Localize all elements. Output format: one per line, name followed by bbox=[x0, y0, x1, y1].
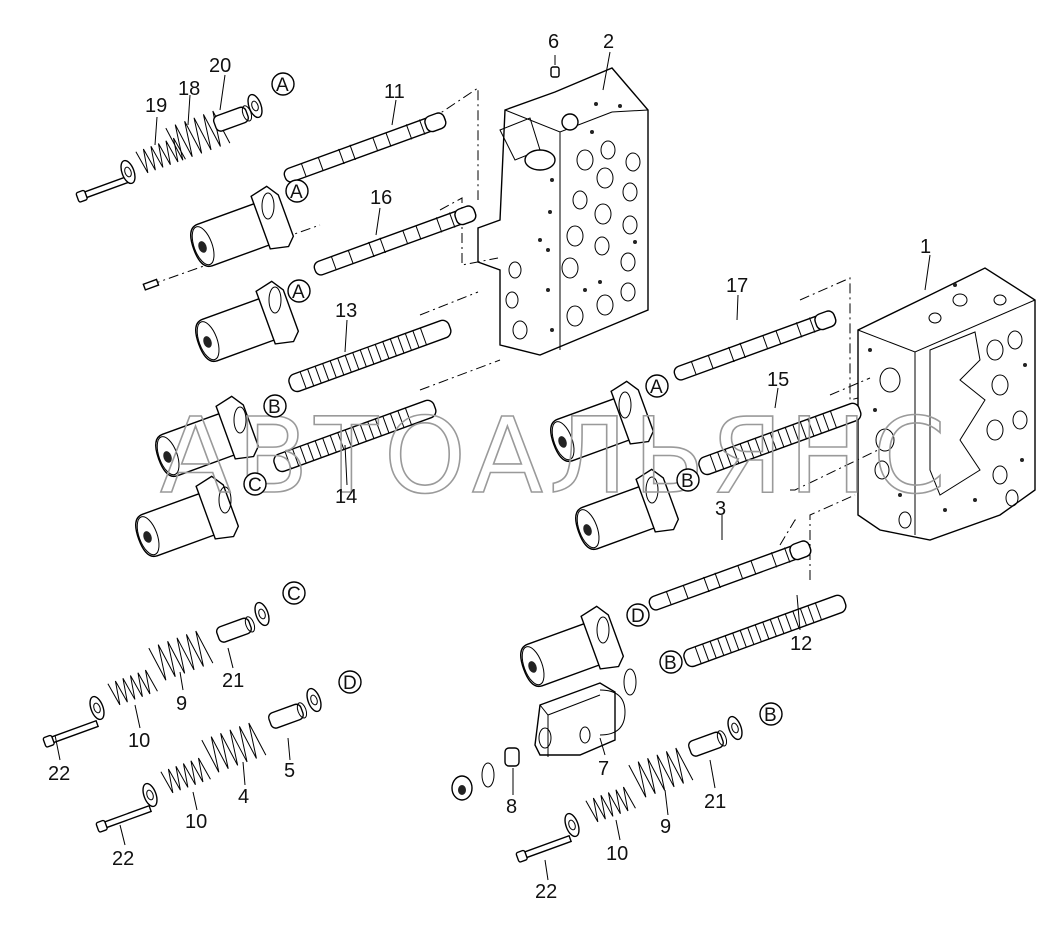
spring-19 bbox=[135, 136, 186, 175]
cap-mid bbox=[186, 277, 302, 373]
svg-text:D: D bbox=[631, 606, 645, 627]
part-labels: 6 2 20 18 19 11 16 13 14 1 17 15 3 12 7 … bbox=[48, 31, 931, 903]
cap-upper bbox=[181, 182, 297, 278]
cap-d-right bbox=[511, 602, 627, 698]
ref-circle-b: B bbox=[263, 394, 287, 418]
part-label: 3 bbox=[715, 498, 726, 520]
part-label: 11 bbox=[384, 81, 405, 103]
washer-21a bbox=[251, 599, 273, 629]
spring-9b bbox=[628, 745, 694, 800]
ref-circle-a: A bbox=[287, 279, 311, 303]
part-label: 10 bbox=[185, 811, 207, 833]
spool-3 bbox=[646, 538, 814, 614]
washer-5 bbox=[303, 685, 325, 715]
spring-10c bbox=[585, 785, 636, 824]
washer-22b bbox=[139, 780, 161, 810]
part-label: 19 bbox=[145, 95, 167, 117]
svg-text:A: A bbox=[276, 75, 289, 96]
part-label: 5 bbox=[284, 760, 295, 782]
svg-text:A: A bbox=[292, 282, 305, 303]
plug-6 bbox=[550, 66, 560, 78]
bolt-22a bbox=[42, 718, 100, 749]
sleeve-21b bbox=[686, 728, 730, 759]
bolt-22c bbox=[515, 833, 573, 864]
washer-22c bbox=[561, 810, 583, 840]
leader-lines bbox=[54, 51, 931, 881]
svg-text:B: B bbox=[664, 653, 677, 674]
part-label: 12 bbox=[790, 633, 812, 655]
svg-text:A: A bbox=[290, 182, 303, 203]
svg-text:B: B bbox=[764, 705, 777, 726]
part-label: 21 bbox=[704, 791, 726, 813]
watermark-text: АВТОАЛЬЯНС bbox=[160, 395, 952, 517]
part-label: 9 bbox=[176, 693, 187, 715]
spring-4 bbox=[201, 720, 267, 775]
part-label: 10 bbox=[128, 730, 150, 752]
spring-10a bbox=[107, 668, 158, 707]
spool-12 bbox=[681, 592, 849, 670]
part-label: 10 bbox=[606, 843, 628, 865]
ref-circle-b: B bbox=[759, 702, 783, 726]
sleeve-21a bbox=[214, 614, 258, 645]
svg-text:C: C bbox=[248, 475, 262, 496]
ref-circle-d: D bbox=[626, 603, 650, 627]
small-screw bbox=[142, 278, 160, 291]
part-label: 22 bbox=[535, 881, 557, 903]
part-label: 16 bbox=[370, 187, 392, 209]
housing-7 bbox=[534, 682, 626, 757]
washer-21b bbox=[724, 713, 746, 743]
part-label: 22 bbox=[112, 848, 134, 870]
bolt-22b bbox=[95, 803, 153, 834]
spring-10b bbox=[160, 756, 211, 795]
washer-22a bbox=[86, 693, 108, 723]
ref-circle-b: B bbox=[659, 650, 683, 674]
ref-circle-c: C bbox=[243, 472, 267, 496]
part-label: 2 bbox=[603, 31, 614, 53]
ref-circle-d: D bbox=[338, 670, 362, 694]
part-label: 18 bbox=[178, 78, 200, 100]
part-label: 17 bbox=[726, 275, 748, 297]
ref-circle-a: A bbox=[645, 374, 669, 398]
assembly-centerlines bbox=[149, 87, 879, 580]
part-label: 20 bbox=[209, 55, 231, 77]
ref-circle-c: C bbox=[282, 581, 306, 605]
ref-circle-b: B bbox=[676, 468, 700, 492]
part-label: 8 bbox=[506, 796, 517, 818]
oring-b7 bbox=[623, 668, 637, 696]
part-label: 1 bbox=[920, 236, 931, 258]
part-label: 21 bbox=[222, 670, 244, 692]
part-label: 22 bbox=[48, 763, 70, 785]
part-label: 15 bbox=[767, 369, 789, 391]
spool-17 bbox=[671, 308, 839, 384]
valve-block-2 bbox=[477, 67, 649, 356]
part-label: 7 bbox=[598, 758, 609, 780]
svg-text:C: C bbox=[287, 584, 301, 605]
ref-markers: A A A A B B B B C C D D bbox=[243, 72, 783, 726]
svg-text:B: B bbox=[268, 397, 281, 418]
svg-text:D: D bbox=[343, 673, 357, 694]
svg-text:A: A bbox=[650, 377, 663, 398]
spool-11 bbox=[281, 110, 449, 186]
part-label: 13 bbox=[335, 300, 357, 322]
plug-8 bbox=[451, 747, 520, 801]
ref-circle-a: A bbox=[285, 179, 309, 203]
sleeve-5 bbox=[266, 700, 310, 731]
bolt-top bbox=[75, 173, 133, 204]
sleeve-20 bbox=[211, 103, 255, 134]
valve-block-1 bbox=[857, 267, 1036, 541]
svg-text:B: B bbox=[681, 471, 694, 492]
part-label: 9 bbox=[660, 816, 671, 838]
part-label: 4 bbox=[238, 786, 249, 808]
ref-circle-a: A bbox=[271, 72, 295, 96]
spool-13 bbox=[286, 317, 454, 395]
spool-16 bbox=[311, 203, 479, 279]
part-label: 14 bbox=[335, 486, 357, 508]
part-label: 6 bbox=[548, 31, 559, 53]
